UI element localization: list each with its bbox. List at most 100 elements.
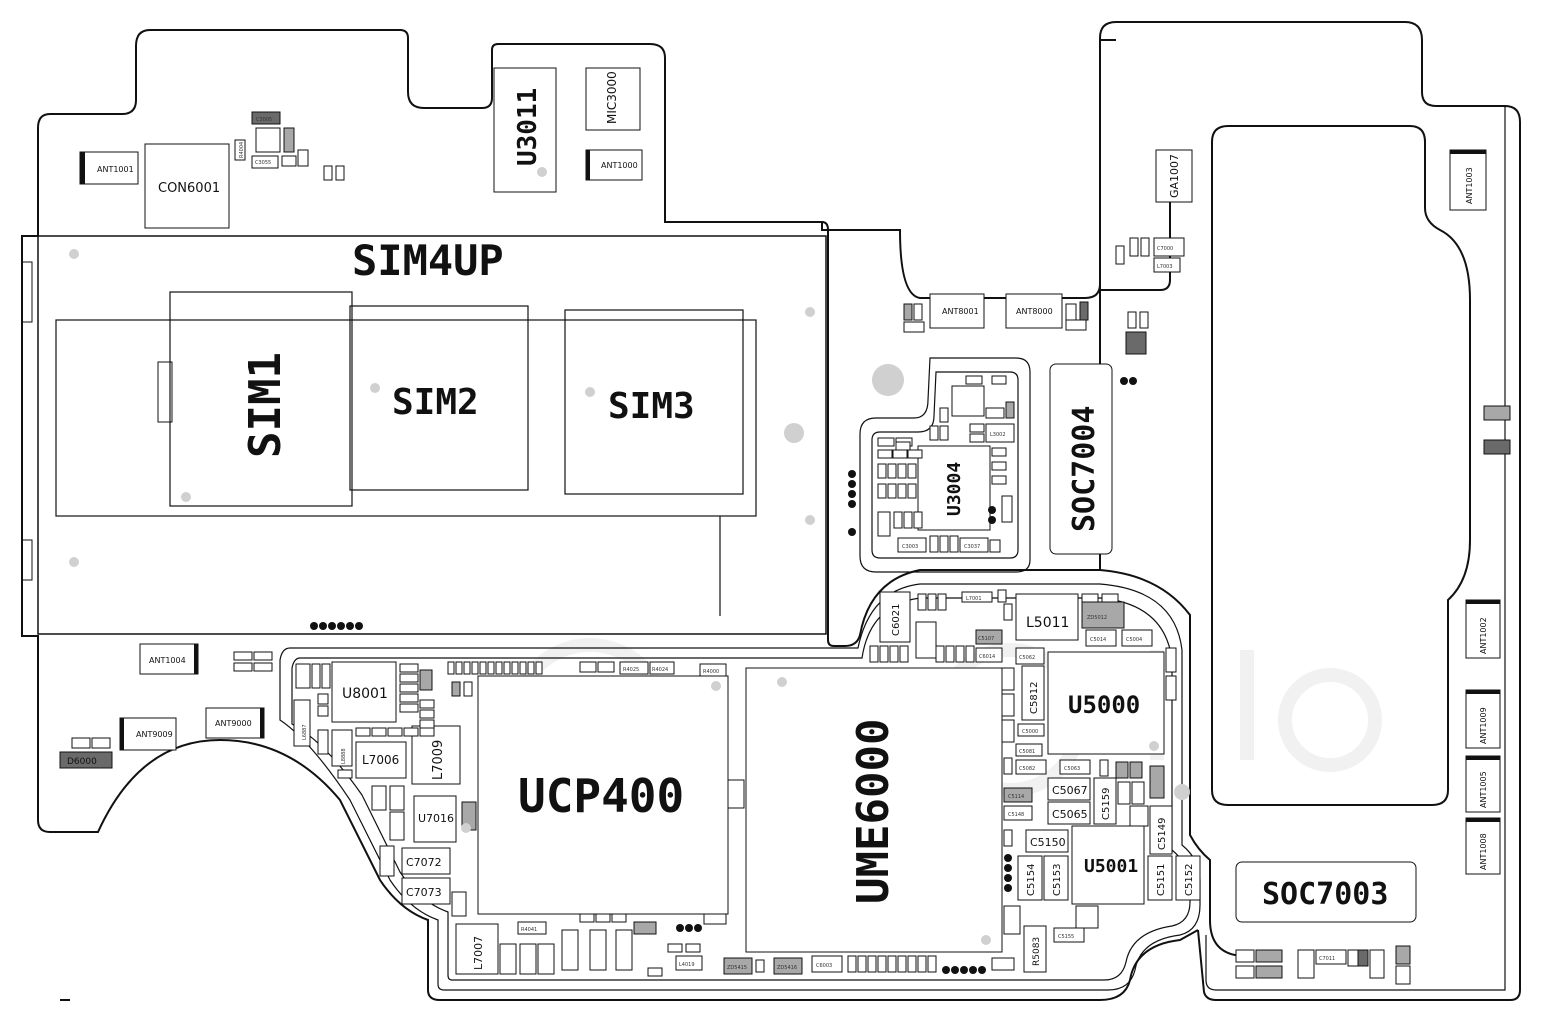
- small-passive: [877, 463, 887, 479]
- small-passive: [991, 447, 1007, 457]
- c5062-label: C5062: [1019, 655, 1035, 661]
- sim1-label: SIM1: [240, 352, 291, 458]
- u7016-label: U7016: [418, 812, 454, 825]
- small-passive: [399, 703, 419, 713]
- l8888-label: L8888: [341, 748, 347, 764]
- c5152-label: C5152: [1184, 864, 1195, 896]
- mic3000-component: [585, 67, 641, 131]
- c6003-label: C6003: [816, 963, 832, 969]
- small-passive: [877, 483, 887, 499]
- small-passive: [887, 483, 897, 499]
- sim3-label: SIM3: [608, 386, 695, 427]
- small-passive: [463, 661, 471, 675]
- small-passive: [1101, 593, 1119, 603]
- con6001-component: [144, 143, 230, 229]
- u3011-label: U3011: [513, 88, 543, 166]
- small-passive: [997, 589, 1007, 603]
- soc7003-label: SOC7003: [1262, 877, 1388, 912]
- small-passive: [897, 483, 907, 499]
- small-passive: [877, 955, 887, 973]
- small-passive: [611, 913, 627, 923]
- c5150-component: [1025, 829, 1069, 853]
- small-passive: [945, 645, 955, 663]
- c5812-label: C5812: [1029, 682, 1040, 714]
- l7001-label: L7001: [966, 596, 982, 602]
- small-passive: [419, 669, 433, 691]
- c5153-label: C5153: [1052, 864, 1063, 896]
- ant1001-component: [79, 151, 139, 185]
- small-passive: [1165, 675, 1177, 701]
- small-passive: [903, 511, 913, 529]
- c5000-label: C5000: [1022, 729, 1038, 735]
- sim-tray-area: [21, 235, 904, 635]
- u5000-label: U5000: [1068, 691, 1140, 719]
- small-passive: [907, 449, 923, 459]
- small-passive: [965, 645, 975, 663]
- small-passive: [399, 683, 419, 693]
- small-passive: [1001, 495, 1013, 523]
- u7016-component: [413, 795, 457, 843]
- u8001-label: U8001: [342, 686, 388, 702]
- d6000-label: D6000: [67, 757, 97, 767]
- ant1004-component: [139, 643, 199, 675]
- small-passive: [949, 535, 959, 553]
- ant1003-label: ANT1003: [1465, 167, 1474, 204]
- ant1008-component: [1465, 817, 1501, 875]
- c3055-label: C3055: [255, 160, 271, 166]
- small-passive: [969, 423, 985, 433]
- c5065-component: [1047, 801, 1091, 825]
- ga1007-component: [1155, 149, 1193, 203]
- small-passive: [1003, 757, 1013, 775]
- con6001-label: CON6001: [158, 181, 220, 196]
- l7003-label: L7003: [1157, 264, 1173, 270]
- small-passive: [295, 663, 311, 689]
- small-passive: [463, 681, 473, 697]
- ant9009-component: [119, 717, 177, 751]
- r4004-label: R4004: [239, 142, 245, 158]
- c5812-component: [1021, 665, 1045, 721]
- soc7004-component: [1049, 363, 1113, 555]
- right-outer-edge: [1205, 106, 1506, 991]
- small-passive: [937, 593, 947, 611]
- d6000-component: [59, 751, 113, 769]
- u8001-component: [331, 661, 397, 723]
- small-passive: [317, 705, 329, 717]
- u5001-label: U5001: [1084, 856, 1138, 877]
- l3002-label: L3002: [990, 432, 1006, 438]
- r4041-label: R4041: [521, 927, 537, 933]
- small-passive: [935, 645, 945, 663]
- small-passive: [939, 407, 949, 423]
- small-passive: [1003, 829, 1013, 847]
- small-passive: [969, 433, 985, 443]
- small-passive: [1001, 693, 1015, 717]
- c7073-label: C7073: [406, 886, 442, 899]
- l6887-label: L6887: [302, 724, 308, 740]
- small-passive: [877, 449, 893, 459]
- small-passive: [1003, 603, 1013, 621]
- small-passive: [857, 955, 867, 973]
- small-passive: [1005, 401, 1015, 419]
- zd5415-label: ZD5415: [727, 965, 747, 971]
- ant1001-label: ANT1001: [97, 165, 134, 174]
- small-passive: [597, 661, 615, 673]
- small-passive: [989, 539, 1001, 553]
- c3037-label: C3037: [964, 544, 980, 550]
- small-passive: [917, 593, 927, 611]
- ant1000-label: ANT1000: [601, 161, 638, 170]
- small-passive: [755, 959, 765, 973]
- small-passive: [879, 645, 889, 663]
- c5151-label: C5151: [1156, 864, 1167, 896]
- small-passive: [317, 693, 329, 705]
- c5014-label: C5014: [1090, 637, 1106, 643]
- small-passive: [495, 661, 503, 675]
- small-passive: [519, 661, 527, 675]
- c7072-component: [401, 847, 451, 875]
- c6021-label: C6021: [891, 604, 902, 636]
- c7072-label: C7072: [406, 856, 442, 869]
- c3003-label: C3003: [902, 544, 918, 550]
- small-passive: [877, 511, 891, 537]
- c5114-label: C5114: [1008, 794, 1024, 800]
- c5082-label: C5082: [1019, 766, 1035, 772]
- r4025-label: R4025: [623, 667, 639, 673]
- u3004-component: [917, 445, 991, 531]
